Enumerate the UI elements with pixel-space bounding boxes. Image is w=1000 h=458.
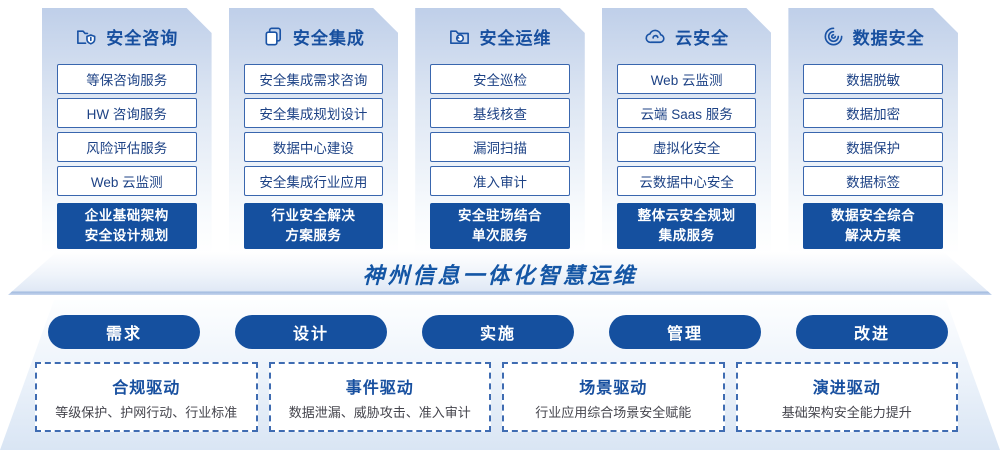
service-item: 安全集成规划设计 — [244, 98, 384, 128]
service-item: 安全集成行业应用 — [244, 166, 384, 196]
fingerprint-icon — [822, 25, 845, 48]
service-item: 漏洞扫描 — [430, 132, 570, 162]
service-item: 基线核查 — [430, 98, 570, 128]
phase-pill-management: 管理 — [609, 315, 761, 349]
highlight-service: 安全驻场结合 单次服务 — [430, 203, 570, 249]
column-header: 安全集成 — [244, 8, 384, 64]
column-security-integration: 安全集成 安全集成需求咨询 安全集成规划设计 数据中心建设 安全集成行业应用 行… — [229, 8, 399, 254]
driver-desc: 行业应用综合场景安全赋能 — [535, 404, 692, 420]
highlight-line: 企业基础架构 — [84, 208, 169, 224]
service-item-list: 安全集成需求咨询 安全集成规划设计 数据中心建设 安全集成行业应用 — [244, 64, 384, 196]
service-item: 云端 Saas 服务 — [617, 98, 757, 128]
service-item: 云数据中心安全 — [617, 166, 757, 196]
banner-platform: 神州信息一体化智慧运维 — [8, 252, 992, 295]
highlight-line: 集成服务 — [658, 228, 715, 243]
column-header: 安全运维 — [430, 8, 570, 64]
column-title: 数据安全 — [852, 28, 925, 48]
phase-pill-improvement: 改进 — [796, 315, 948, 349]
column-title: 安全咨询 — [106, 28, 179, 48]
folder-clock-icon — [448, 25, 471, 48]
service-item: 准入审计 — [430, 166, 570, 196]
column-cloud-security: 云安全 Web 云监测 云端 Saas 服务 虚拟化安全 云数据中心安全 整体云… — [602, 8, 772, 254]
service-item: Web 云监测 — [617, 64, 757, 94]
cloud-icon — [644, 25, 667, 48]
highlight-service: 行业安全解决 方案服务 — [244, 203, 384, 249]
column-title: 云安全 — [675, 28, 730, 48]
service-item: 虚拟化安全 — [617, 132, 757, 162]
driver-title: 演进驱动 — [812, 379, 881, 397]
column-title: 安全运维 — [479, 28, 552, 48]
column-security-operations: 安全运维 安全巡检 基线核查 漏洞扫描 准入审计 安全驻场结合 单次服务 — [415, 8, 585, 254]
service-item: 安全巡检 — [430, 64, 570, 94]
driver-desc: 等级保护、护网行动、行业标准 — [55, 404, 238, 420]
folder-shield-icon — [75, 25, 98, 48]
service-item: HW 咨询服务 — [57, 98, 197, 128]
phase-pill-requirement: 需求 — [48, 315, 200, 349]
service-item: 等保咨询服务 — [57, 64, 197, 94]
column-title: 安全集成 — [292, 28, 365, 48]
service-item: 安全集成需求咨询 — [244, 64, 384, 94]
column-header: 安全咨询 — [57, 8, 197, 64]
service-columns: 安全咨询 等保咨询服务 HW 咨询服务 风险评估服务 Web 云监测 企业基础架… — [42, 8, 958, 254]
service-item: 风险评估服务 — [57, 132, 197, 162]
driver-desc: 数据泄漏、威胁攻击、准入审计 — [288, 404, 471, 420]
service-item: 数据中心建设 — [244, 132, 384, 162]
service-item: 数据标签 — [803, 166, 943, 196]
driver-row: 合规驱动 等级保护、护网行动、行业标准 事件驱动 数据泄漏、威胁攻击、准入审计 … — [35, 362, 958, 432]
phase-pill-implementation: 实施 — [422, 315, 574, 349]
highlight-line: 行业安全解决 — [271, 208, 356, 224]
column-security-consulting: 安全咨询 等保咨询服务 HW 咨询服务 风险评估服务 Web 云监测 企业基础架… — [42, 8, 212, 254]
driver-title: 事件驱动 — [345, 379, 414, 397]
service-item-list: Web 云监测 云端 Saas 服务 虚拟化安全 云数据中心安全 — [617, 64, 757, 196]
driver-title: 场景驱动 — [579, 379, 648, 397]
service-item: 数据加密 — [803, 98, 943, 128]
highlight-line: 方案服务 — [285, 228, 342, 243]
driver-compliance: 合规驱动 等级保护、护网行动、行业标准 — [35, 362, 258, 432]
service-item: 数据脱敏 — [803, 64, 943, 94]
driver-incident: 事件驱动 数据泄漏、威胁攻击、准入审计 — [268, 362, 491, 432]
highlight-line: 安全设计规划 — [84, 228, 169, 243]
driver-title: 合规驱动 — [112, 379, 181, 397]
column-header: 数据安全 — [803, 8, 943, 64]
service-item-list: 安全巡检 基线核查 漏洞扫描 准入审计 — [430, 64, 570, 196]
column-header: 云安全 — [617, 8, 757, 64]
driver-evolution: 演进驱动 基础架构安全能力提升 — [735, 362, 958, 432]
driver-scenario: 场景驱动 行业应用综合场景安全赋能 — [502, 362, 725, 432]
highlight-line: 整体云安全规划 — [637, 208, 736, 224]
highlight-service: 企业基础架构 安全设计规划 — [57, 203, 197, 249]
driver-desc: 基础架构安全能力提升 — [781, 404, 912, 420]
service-item-list: 等保咨询服务 HW 咨询服务 风险评估服务 Web 云监测 — [57, 64, 197, 196]
highlight-line: 解决方案 — [845, 228, 902, 243]
service-item: Web 云监测 — [57, 166, 197, 196]
highlight-service: 数据安全综合 解决方案 — [803, 203, 943, 249]
highlight-service: 整体云安全规划 集成服务 — [617, 203, 757, 249]
column-data-security: 数据安全 数据脱敏 数据加密 数据保护 数据标签 数据安全综合 解决方案 — [788, 8, 958, 254]
banner-title: 神州信息一体化智慧运维 — [362, 262, 638, 288]
phase-row: 需求 设计 实施 管理 改进 — [48, 315, 948, 349]
highlight-line: 数据安全综合 — [831, 208, 916, 224]
highlight-line: 单次服务 — [471, 228, 528, 243]
phase-pill-design: 设计 — [235, 315, 387, 349]
service-item-list: 数据脱敏 数据加密 数据保护 数据标签 — [803, 64, 943, 196]
service-item: 数据保护 — [803, 132, 943, 162]
highlight-line: 安全驻场结合 — [457, 208, 542, 224]
documents-icon — [262, 25, 285, 48]
